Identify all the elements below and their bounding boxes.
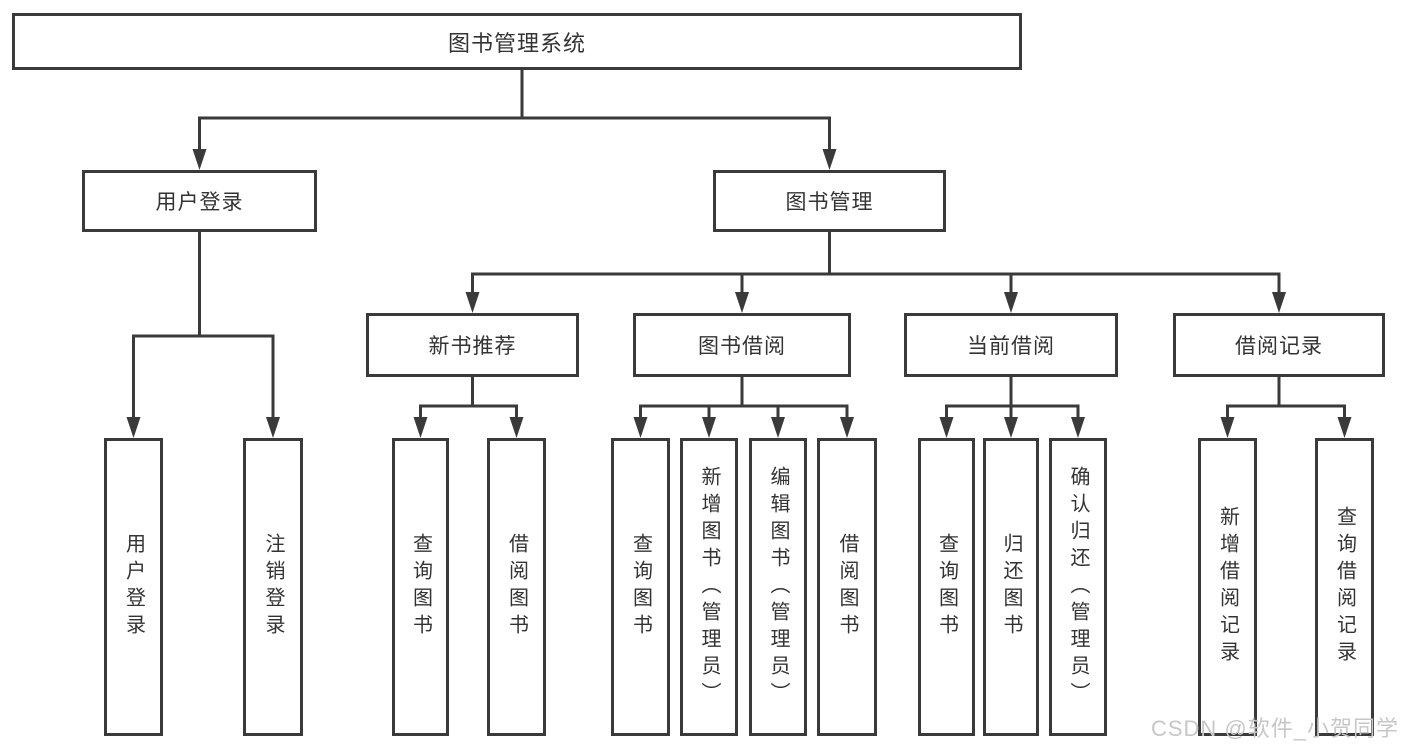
leaf-add-borrow-record: 新增借阅记录 [1198,438,1257,736]
leaf-query-books-borrow: 查询图书 [611,438,670,736]
leaf-query-borrow-record: 查询借阅记录 [1315,438,1374,736]
node-book-borrowing: 图书借阅 [633,313,851,377]
leaf-borrow-books-recommend: 借阅图书 [487,438,546,736]
leaf-user-login: 用户登录 [104,438,163,736]
node-user-login: 用户登录 [82,170,317,232]
leaf-logout: 注销登录 [243,438,303,736]
node-library-management-system: 图书管理系统 [12,13,1022,70]
node-book-management: 图书管理 [713,170,946,232]
watermark: CSDN @软件_小贺同学 [1150,716,1399,741]
leaf-add-books-admin: 新增图书（管理员） [680,438,738,736]
leaf-borrow-books: 借阅图书 [817,438,877,736]
node-new-book-recommendation: 新书推荐 [366,313,579,377]
leaf-return-books: 归还图书 [983,438,1039,736]
node-current-borrowing: 当前借阅 [904,313,1118,377]
arrowheads [126,149,1352,438]
leaf-query-books-current: 查询图书 [918,438,975,736]
leaf-edit-books-admin: 编辑图书（管理员） [749,438,807,736]
leaf-query-books-recommend: 查询图书 [392,438,449,736]
node-borrowing-records: 借阅记录 [1173,313,1385,377]
leaf-confirm-return-admin: 确认归还（管理员） [1049,438,1107,736]
